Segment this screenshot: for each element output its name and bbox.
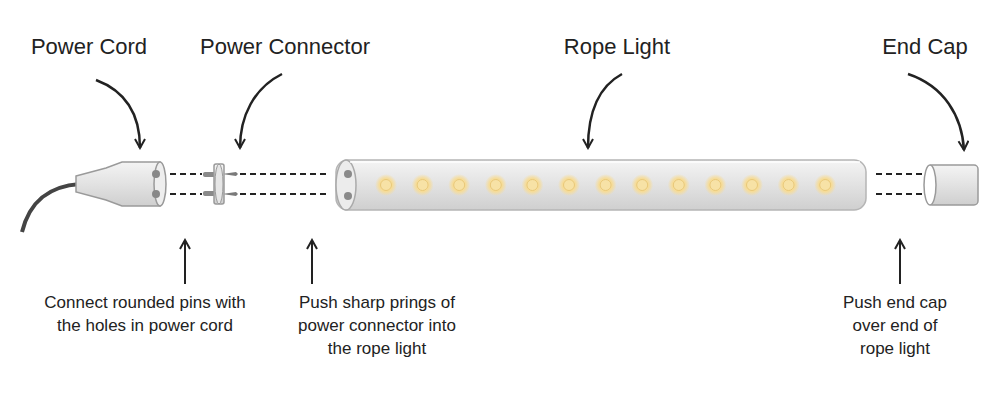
part-label: Rope Light [532, 34, 702, 60]
part-label: End Cap [860, 34, 990, 60]
plug-hole [152, 170, 160, 178]
cord-wire [22, 184, 80, 232]
instruction-note: Connect rounded pins with the holes in p… [38, 291, 253, 337]
rope-light-tube [336, 160, 866, 210]
power-connector [203, 164, 238, 204]
instruction-note: Push end cap over end of rope light [835, 291, 955, 360]
part-label: Power Cord [4, 34, 174, 60]
plug-hole [152, 190, 160, 198]
instruction-note: Push sharp prings of power connector int… [287, 291, 467, 360]
end-cap [924, 165, 978, 205]
plug-face [154, 162, 166, 206]
plug-body [76, 162, 160, 206]
pointer-arrows [96, 74, 964, 150]
part-label: Power Connector [175, 34, 395, 60]
up-arrows [185, 240, 900, 284]
led-row [375, 174, 836, 196]
